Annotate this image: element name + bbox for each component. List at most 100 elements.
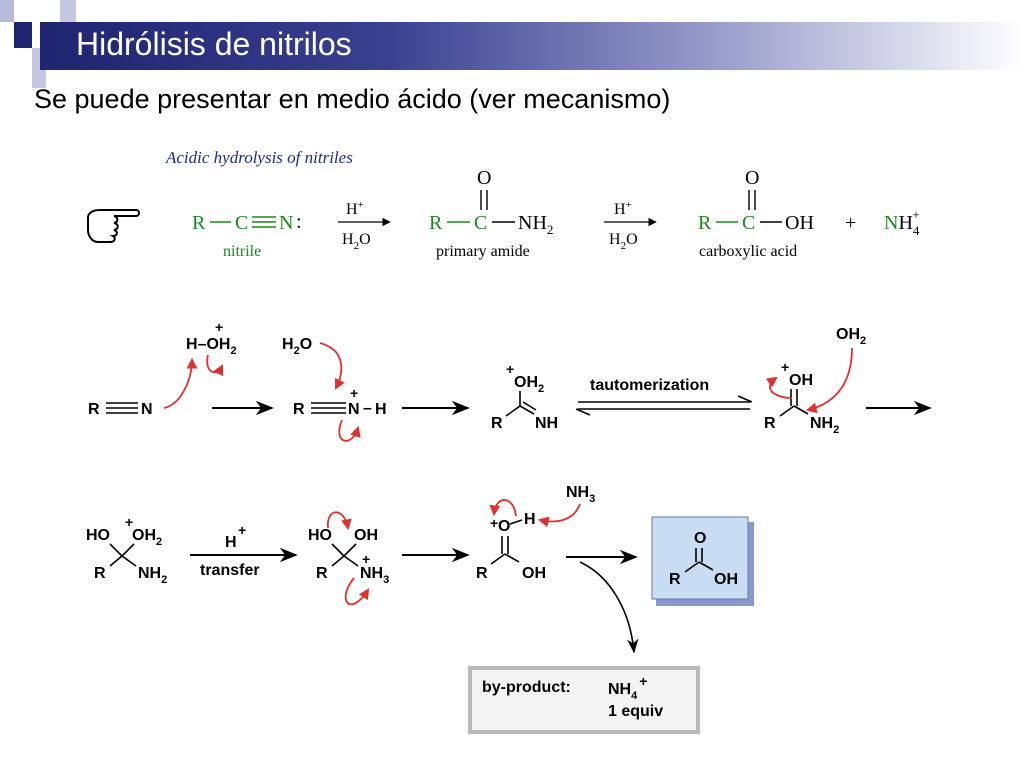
nitrile-n: N: [279, 212, 293, 234]
transfer-plus: +: [238, 522, 246, 538]
reagent1-sub: 2: [230, 345, 236, 357]
svg-text:NH2: NH2: [810, 415, 839, 436]
s4-top: OH: [789, 372, 813, 389]
s5-oh: OH: [132, 527, 156, 544]
arrow-n-to-h: [163, 357, 198, 409]
proton-transfer-arrow: H + transfer: [190, 522, 298, 579]
s3-nh: NH: [535, 415, 558, 432]
tautomerization-label: tautomerization: [590, 377, 709, 394]
s2-plus: +: [350, 385, 358, 401]
svg-text:H+: H+: [346, 199, 364, 218]
arrow-ammonia-deprotonation: [537, 503, 581, 528]
svg-text:H–OH2: H–OH2: [186, 336, 237, 357]
arrow-water-attack: [319, 342, 345, 390]
s7-h: H: [524, 511, 536, 528]
mech-nitrile: R N: [88, 401, 153, 418]
s5-plus: +: [125, 514, 133, 530]
byproduct-ion-sup: +: [639, 673, 647, 689]
svg-text:H2O: H2O: [342, 231, 371, 252]
nitrile-structure: R C N : nitrile: [192, 211, 302, 260]
arrow2-bottom-sub: 2: [621, 240, 627, 252]
arrow-oh-bond: [489, 499, 517, 517]
arrow2-top-sup: +: [626, 199, 632, 211]
s7-plus: +: [490, 515, 498, 531]
overview-heading: Acidic hydrolysis of nitriles: [165, 148, 353, 167]
arrow1-bottom-sub: 2: [354, 240, 360, 252]
ammonium-sub: 4: [913, 223, 920, 238]
arrow2-bottom-tail: O: [626, 231, 638, 248]
byproduct-ion-sub: 4: [631, 690, 638, 702]
amide-r: R: [429, 212, 443, 234]
reagent2-h: H: [282, 336, 294, 353]
reagent2-o: O: [300, 336, 312, 353]
arrow-pi-to-o: [765, 376, 793, 399]
reagent1-dash: –: [198, 336, 207, 353]
s5-nh-sub: 2: [161, 574, 167, 586]
overview-arrow-1: H+ H2O: [338, 199, 391, 252]
arrow1-top: H: [346, 201, 358, 218]
mech-protonated-imidate: + OH2 R NH: [491, 361, 558, 432]
s2-h: H: [375, 401, 387, 418]
ammonium: NH4+: [884, 207, 920, 238]
amide-c: C: [474, 212, 487, 234]
nh3-n: NH: [566, 484, 589, 501]
arrow1-bottom: H: [342, 231, 354, 248]
ammonium-h: H: [898, 212, 912, 234]
acid-r: R: [698, 212, 712, 234]
deco-square-4: [60, 0, 76, 26]
svg-text:H+: H+: [614, 199, 632, 218]
mech-nitrilium: R N – H +: [293, 385, 387, 418]
acid-c: C: [742, 212, 755, 234]
arrow1-top-sup: +: [358, 199, 364, 211]
overview-plus: +: [845, 212, 856, 234]
product-oh: OH: [714, 571, 738, 588]
svg-text:OH2: OH2: [132, 527, 162, 548]
reagent1-h: H: [186, 336, 198, 353]
s4-nh-sub: 2: [833, 424, 839, 436]
ammonium-n: N: [884, 212, 898, 234]
s3-top-sub: 2: [538, 383, 544, 395]
acid-oh: OH: [785, 212, 814, 234]
byproduct-box: by-product: NH4+ 1 equiv: [468, 666, 700, 734]
deco-square-5: [32, 70, 46, 88]
mech-protonated-amide: + OH R NH2: [764, 359, 839, 436]
s3-top: OH: [514, 374, 538, 391]
s5-r: R: [94, 565, 106, 582]
arrow-pi-to-n: [338, 419, 361, 442]
slide-title: Hidrólisis de nitrilos: [76, 26, 352, 62]
mech-hydronium: H–OH2 +: [186, 319, 237, 357]
s6-plus: +: [362, 551, 370, 567]
s4-nh: NH: [810, 415, 833, 432]
s7-oh: OH: [522, 565, 546, 582]
mech-tetrahedral-2: HO OH R + NH3: [308, 527, 389, 586]
title-bar: [40, 22, 1024, 70]
equilibrium-backward-head: [575, 408, 591, 416]
nitrile-label: nitrile: [223, 243, 261, 260]
reagent1-plus: +: [215, 319, 223, 335]
svg-text:H2O: H2O: [609, 231, 638, 252]
s5-oh-sub: 2: [156, 536, 162, 548]
equilibrium-forward-head: [737, 395, 753, 403]
deco-square-1: [0, 0, 14, 22]
transfer-label: transfer: [200, 562, 260, 579]
mech-tetrahedral-1: HO + OH2 R NH2: [86, 514, 167, 586]
mech-water: H2O: [282, 336, 312, 357]
amide-nh-sub: 2: [547, 222, 554, 237]
amide-structure: O R C NH2 primary amide: [429, 167, 553, 260]
overview-arrow-2: H+ H2O: [604, 199, 657, 252]
svg-text:NH2: NH2: [518, 212, 553, 237]
svg-text:NH4+: NH4+: [608, 673, 647, 702]
acid-o: O: [745, 167, 759, 189]
amide-label: primary amide: [436, 243, 530, 260]
nitrile-c: C: [235, 212, 248, 234]
s5-nh: NH: [138, 565, 161, 582]
nitrile-lone-pair: :: [296, 211, 302, 233]
s7-r: R: [476, 565, 488, 582]
reagent3-sub: 2: [860, 335, 866, 347]
s1-r: R: [88, 401, 100, 418]
s5-ho: HO: [86, 527, 110, 544]
acid-structure: O R C OH carboxylic acid: [698, 167, 814, 260]
product-box: O R OH: [651, 516, 754, 606]
s7-o: O: [498, 518, 510, 535]
